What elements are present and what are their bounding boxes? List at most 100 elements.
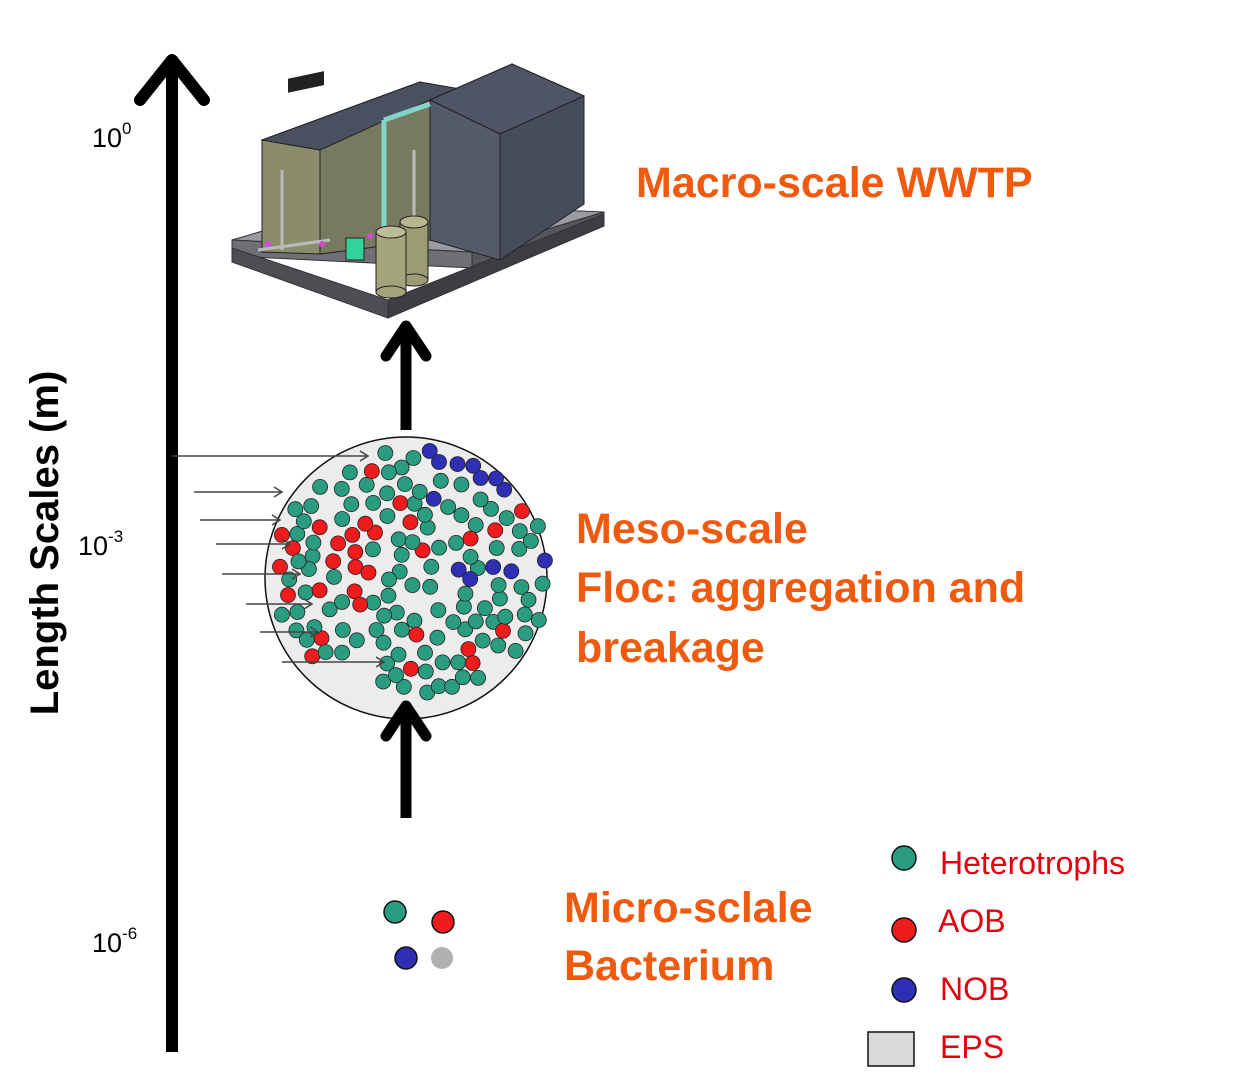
legend: Heterotrophs AOB NOB EPS: [867, 845, 1125, 1067]
floc-cell: [365, 594, 382, 611]
tick-label-1e0: 100: [92, 119, 132, 153]
legend-aob-label: AOB: [938, 903, 1006, 939]
floc-cell: [417, 644, 433, 661]
floc-cell: [450, 561, 467, 578]
floc-cell: [469, 560, 486, 576]
eps-particle: [431, 947, 453, 969]
floc-cell: [365, 494, 382, 511]
floc-cell: [379, 508, 396, 524]
meso-scale-label-line2: Floc: aggregation and: [576, 564, 1025, 612]
floc-cell: [472, 470, 489, 486]
heterotroph-cell: [383, 900, 407, 924]
floc-cell: [297, 584, 314, 601]
floc-cell: [487, 522, 504, 539]
floc-cell: [411, 483, 428, 500]
floc-cell: [450, 654, 467, 671]
floc-cells: [272, 443, 553, 701]
macro-scale-label: Macro-scale WWTP: [636, 159, 1033, 207]
flow-arrow-head: [271, 514, 282, 526]
floc-cell: [376, 607, 393, 624]
floc-cell: [289, 526, 306, 542]
floc-cell: [273, 527, 290, 543]
floc-cell: [326, 569, 342, 585]
tick-label-1e-6: 10-6: [92, 924, 137, 958]
floc-cell: [511, 523, 528, 539]
floc-cell: [467, 613, 484, 630]
floc-cell: [380, 587, 397, 604]
floc-cell: [280, 587, 296, 603]
flow-arrows: [172, 450, 386, 668]
floc-cell: [470, 670, 487, 686]
up-arrow-micro-to-meso: [380, 700, 432, 818]
aob-cell: [431, 910, 455, 934]
length-scale-axis-arrow: [134, 54, 210, 1052]
floc-cell: [396, 476, 413, 493]
floc-cell: [457, 585, 474, 602]
floc-cell: [352, 596, 369, 613]
floc-cell: [390, 531, 407, 548]
floc-cell: [348, 632, 365, 649]
floc-cell: [440, 499, 457, 515]
floc-cell: [406, 612, 423, 629]
meso-scale-label-line1: Meso-scale: [576, 505, 808, 553]
floc-cell: [520, 591, 537, 608]
floc-cell: [485, 559, 502, 575]
floc-cell: [467, 517, 484, 533]
floc-cell: [395, 678, 412, 695]
micro-scale-label-line1: Micro-sclale: [564, 884, 813, 932]
floc-cell: [431, 539, 448, 556]
floc-cell: [273, 606, 290, 623]
floc-cell: [530, 612, 547, 628]
floc-cell: [476, 600, 493, 617]
floc-cell: [462, 571, 479, 587]
floc-cell: [474, 632, 491, 649]
floc-cell: [497, 608, 514, 625]
floc-cell: [417, 663, 434, 680]
floc-cell: [408, 626, 425, 643]
nob-cell: [394, 946, 418, 970]
floc-cell: [453, 507, 470, 524]
floc-cell: [514, 503, 530, 520]
floc-cell: [462, 530, 479, 547]
floc-cell: [460, 641, 477, 657]
meso-scale-label-line3: breakage: [576, 624, 765, 672]
floc-cell: [430, 602, 447, 619]
floc-cell: [490, 577, 507, 593]
floc-cell: [507, 643, 524, 659]
floc-cell: [513, 579, 530, 595]
floc-cell: [416, 506, 433, 523]
floc-cell: [289, 604, 306, 620]
floc-cell: [430, 678, 447, 695]
flow-arrow-head: [309, 626, 320, 638]
floc-cell: [375, 673, 392, 690]
floc-cell: [380, 464, 397, 481]
floc-cell: [490, 637, 507, 654]
floc-cell: [434, 654, 451, 671]
floc-cell: [464, 655, 481, 671]
floc-cell: [425, 490, 442, 507]
floc-cell: [334, 622, 351, 638]
flow-arrow-head: [303, 598, 314, 610]
floc-cell: [347, 544, 364, 560]
floc-cell: [343, 496, 360, 513]
wwtp-plant-illustration: [231, 63, 605, 319]
floc-cell: [272, 558, 288, 575]
micro-scale-label-line2: Bacterium: [564, 942, 774, 990]
floc-cell: [379, 485, 396, 502]
tick-label-1e-3: 10-3: [78, 527, 123, 561]
floc-cell: [421, 443, 438, 459]
floc-cell: [429, 629, 446, 646]
floc-cell: [453, 476, 470, 493]
floc-cell: [404, 534, 421, 550]
floc-cell: [377, 445, 394, 461]
legend-heterotrophs-label: Heterotrophs: [940, 845, 1125, 881]
floc-cell: [491, 590, 508, 607]
floc-cell: [290, 553, 307, 570]
floc-cell: [516, 606, 533, 623]
up-arrow-meso-to-macro: [380, 320, 432, 430]
floc-cell: [390, 646, 407, 663]
floc-cell: [358, 476, 375, 493]
floc-cell: [341, 464, 358, 481]
flow-arrow-head: [359, 450, 370, 462]
floc-cell: [404, 577, 421, 594]
